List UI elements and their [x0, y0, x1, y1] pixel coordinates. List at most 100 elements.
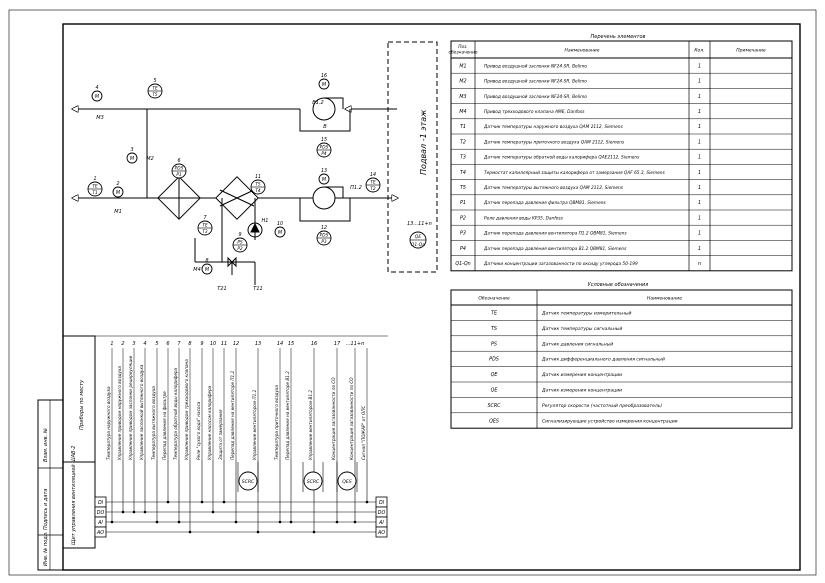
bus-left-label: DO	[97, 510, 105, 516]
row-pos: M4	[459, 109, 466, 115]
legend-name: Регулятор скорости (частотный преобразов…	[542, 403, 662, 409]
row-pos: Q1-Qn	[455, 261, 470, 267]
row-qty: 1	[698, 155, 701, 161]
qe-range: 13...11+n	[407, 221, 432, 227]
row-qty: 1	[698, 185, 701, 191]
row-qty: 1	[698, 124, 701, 130]
io-channel: Сигнал "ПОЖАР" от ОПС	[361, 348, 369, 504]
device-number: 14	[370, 172, 376, 178]
device-number: 1	[93, 176, 96, 182]
device-number: 7	[203, 215, 206, 221]
device-m-6: 2M	[112, 181, 124, 198]
device-sub: T3	[202, 229, 208, 235]
device-tag: M1	[114, 209, 122, 215]
channel-number: 12	[233, 341, 239, 347]
device-m-22: 13M	[318, 168, 330, 185]
row-name: Привод трехходового клапана AME, Danfoss	[484, 109, 585, 115]
device-h1-13: H1	[262, 218, 269, 224]
col-header-name: Наименование	[565, 48, 600, 54]
device-tag: T21	[217, 286, 226, 292]
row-qty: 1	[698, 79, 701, 85]
device-tag: T11	[253, 286, 262, 292]
legend-row: QE Датчик измерения концентрации	[491, 388, 623, 394]
channel-text: Температура наружного воздуха	[106, 386, 111, 460]
legend-name: Датчик измерения концентрации	[541, 388, 622, 394]
device-tag: П1.2	[350, 185, 362, 191]
legend-name: Сигнализирующие устройство измерения кон…	[542, 418, 678, 424]
row-pos: M2	[459, 79, 466, 85]
channel-number: 11	[221, 341, 227, 347]
row-qty: 1	[698, 109, 701, 115]
channel-number: 5	[155, 341, 158, 347]
channel-number: 1	[110, 341, 113, 347]
row-pos: P2	[460, 215, 466, 221]
row-pos: T4	[460, 170, 466, 176]
device-code: M	[116, 190, 121, 196]
controller-label: SCRC	[307, 479, 320, 485]
device-sub: T2	[370, 186, 376, 192]
device-code: TE	[202, 223, 208, 229]
floor-label: Подвал -1 этаж	[419, 109, 428, 175]
device-code: PDS	[175, 166, 184, 172]
row-qty: 1	[698, 94, 701, 100]
channel-number: 14	[277, 341, 283, 347]
device-number: 13	[321, 168, 327, 174]
row-qty: 1	[698, 215, 701, 221]
row-pos: T1	[460, 124, 466, 130]
device-sub: P4	[321, 151, 327, 157]
channel-number: 6	[166, 341, 169, 347]
legend-code: TE	[491, 311, 498, 317]
legend-code: QE	[491, 388, 499, 394]
device-tag: M2	[146, 156, 154, 162]
device-m-12: 10M	[274, 221, 286, 238]
channel-text: Управление насосом калорифера	[207, 385, 212, 460]
channel-number: 16	[311, 341, 317, 347]
device-number: 8	[205, 258, 208, 264]
table-row: M4 Привод трехходового клапана AME, Danfo…	[459, 109, 701, 115]
bus-right-label: DI	[379, 500, 385, 506]
device-tag: H1	[262, 218, 269, 224]
row-pos: P1	[460, 200, 466, 206]
row-pos: M1	[459, 63, 466, 69]
device-code: M	[130, 156, 135, 162]
row-name: Датчик температуры вытяжного воздуха QAM…	[483, 185, 624, 191]
io-header: Приборы по месту	[79, 379, 85, 430]
device-number: 16	[321, 73, 327, 79]
device-code: TE	[152, 86, 158, 92]
bus-right-label: AO	[377, 530, 385, 536]
row-qty: 1	[698, 63, 701, 69]
device-sub: P1	[176, 172, 182, 178]
device-b12-19: B1.2	[312, 100, 323, 106]
device-code: M	[278, 230, 283, 236]
device-code: TE	[370, 180, 376, 186]
device-t21-16: T21	[217, 286, 226, 292]
row-name: Датчик температуры обратной воды калориф…	[483, 155, 640, 161]
row-pos: P4	[460, 246, 466, 252]
